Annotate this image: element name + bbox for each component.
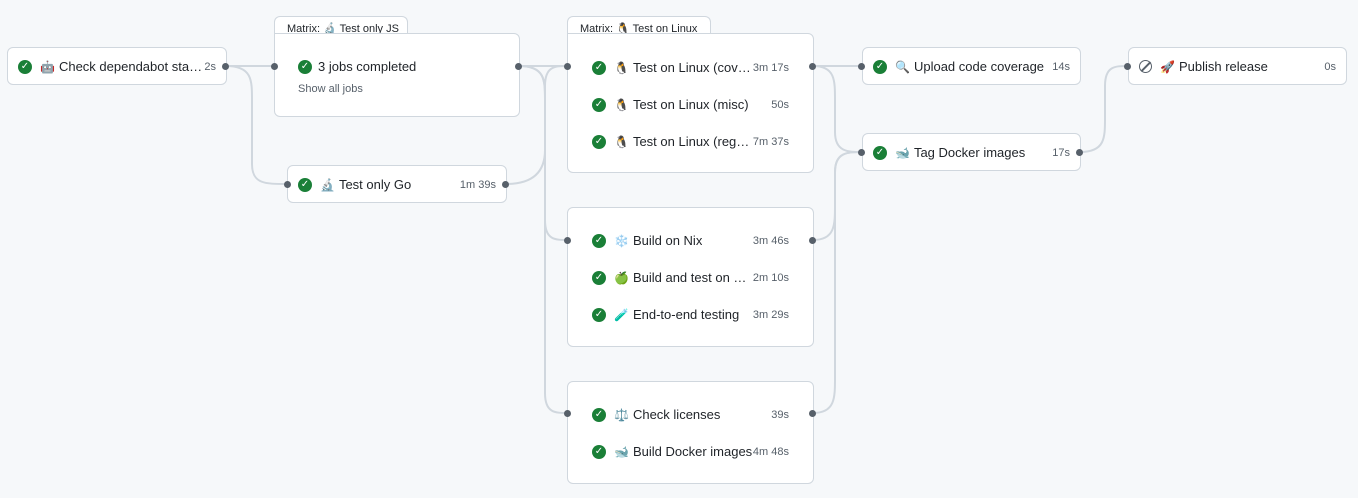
whale-emoji: 🐋 (614, 444, 629, 459)
check-circle-icon: ✓ (592, 307, 606, 322)
connector-dot (284, 181, 291, 188)
job-duration: 17s (1052, 146, 1070, 159)
job-duration: 50s (771, 98, 789, 111)
job-card-check-dependabot[interactable]: ✓ 🤖 Check dependabot status 2s (7, 47, 227, 85)
job-card-publish-release[interactable]: 🚀 Publish release 0s (1128, 47, 1347, 85)
job-duration: 2s (204, 60, 216, 73)
connector-dot (858, 149, 865, 156)
check-circle-icon: ✓ (298, 177, 312, 192)
job-duration: 3m 29s (752, 308, 789, 321)
jobs-completed-label: 3 jobs completed (318, 59, 417, 74)
job-row-build-test-macos[interactable]: ✓ 🍏 Build and test on macOS 2m 10s (568, 259, 813, 296)
matrix-label: Matrix: 🐧 Test on Linux (580, 23, 698, 35)
job-row-linux-coverage[interactable]: ✓ 🐧 Test on Linux (coverage) 3m 17s (568, 49, 813, 86)
test-tube-emoji: 🧪 (614, 307, 629, 322)
job-name: Publish release (1178, 59, 1268, 74)
job-duration: 4m 48s (752, 445, 789, 458)
green-apple-emoji: 🍏 (614, 270, 629, 285)
connector-dot (564, 410, 571, 417)
job-name: Upload code coverage (913, 59, 1045, 74)
connector-dot (502, 181, 509, 188)
job-name: Build on Nix (632, 233, 703, 248)
check-circle-icon: ✓ (592, 270, 606, 285)
microscope-emoji: 🔬 (320, 177, 335, 192)
job-row-check-licenses[interactable]: ✓ ⚖️ Check licenses 39s (568, 396, 813, 433)
job-duration: 2m 10s (752, 271, 789, 284)
job-group-docker: ✓ ⚖️ Check licenses 39s ✓ 🐋 Build Docker… (567, 381, 814, 484)
connector-dot (809, 63, 816, 70)
check-circle-icon: ✓ (592, 407, 606, 422)
job-name: Tag Docker images (913, 145, 1026, 160)
check-circle-icon: ✓ (18, 59, 32, 74)
connector-dot (222, 63, 229, 70)
check-circle-icon: ✓ (873, 59, 887, 74)
connector-dot (515, 63, 522, 70)
whale-emoji: 🐋 (895, 145, 910, 160)
check-circle-icon: ✓ (592, 444, 606, 459)
connector-dot (1076, 149, 1083, 156)
job-name: Test on Linux (misc) (632, 97, 749, 112)
job-duration: 14s (1052, 60, 1070, 73)
connector-dot (271, 63, 278, 70)
job-card-test-only-go[interactable]: ✓ 🔬 Test only Go 1m 39s (287, 165, 507, 203)
job-duration: 39s (771, 408, 789, 421)
connector-dot (564, 63, 571, 70)
rocket-emoji: 🚀 (1160, 59, 1175, 74)
job-name: Build Docker images (632, 444, 753, 459)
job-row-e2e-testing[interactable]: ✓ 🧪 End-to-end testing 3m 29s (568, 296, 813, 333)
job-duration: 3m 46s (752, 234, 789, 247)
penguin-emoji: 🐧 (614, 134, 629, 149)
matrix-card-test-only-js[interactable]: ✓ 3 jobs completed Show all jobs (274, 33, 520, 117)
connector-dot (809, 410, 816, 417)
connector-dot (809, 237, 816, 244)
check-circle-icon: ✓ (873, 145, 887, 160)
check-circle-icon: ✓ (592, 233, 606, 248)
connector-dot (1124, 63, 1131, 70)
connector-dot (858, 63, 865, 70)
skip-icon (1139, 60, 1152, 73)
job-name: Build and test on macOS (632, 270, 753, 285)
job-group-build: ✓ ❄️ Build on Nix 3m 46s ✓ 🍏 Build and t… (567, 207, 814, 347)
show-all-jobs-link[interactable]: Show all jobs (298, 83, 363, 95)
check-circle-icon: ✓ (592, 134, 606, 149)
check-circle-icon: ✓ (592, 60, 606, 75)
job-row-build-docker[interactable]: ✓ 🐋 Build Docker images 4m 48s (568, 433, 813, 470)
job-name: End-to-end testing (632, 307, 740, 322)
job-name: Test on Linux (regular) (632, 134, 753, 149)
matrix-card-test-on-linux: ✓ 🐧 Test on Linux (coverage) 3m 17s ✓ 🐧 … (567, 33, 814, 173)
job-name: Test on Linux (coverage) (632, 60, 753, 75)
job-name: Check dependabot status (58, 59, 205, 74)
robot-emoji: 🤖 (40, 59, 55, 74)
matrix-label: Matrix: 🔬 Test only JS (287, 23, 399, 35)
job-duration: 7m 37s (752, 135, 789, 148)
job-name: Check licenses (632, 407, 721, 422)
job-card-upload-coverage[interactable]: ✓ 🔍 Upload code coverage 14s (862, 47, 1081, 85)
job-duration: 1m 39s (459, 178, 496, 191)
scales-emoji: ⚖️ (614, 407, 629, 422)
penguin-emoji: 🐧 (614, 97, 629, 112)
penguin-emoji: 🐧 (614, 60, 629, 75)
job-card-tag-docker[interactable]: ✓ 🐋 Tag Docker images 17s (862, 133, 1081, 171)
job-duration: 3m 17s (752, 61, 789, 74)
job-row-linux-regular[interactable]: ✓ 🐧 Test on Linux (regular) 7m 37s (568, 123, 813, 160)
check-circle-icon: ✓ (592, 97, 606, 112)
job-name: Test only Go (338, 177, 412, 192)
snowflake-emoji: ❄️ (614, 233, 629, 248)
connector-dot (564, 237, 571, 244)
magnifier-emoji: 🔍 (895, 59, 910, 74)
job-row-linux-misc[interactable]: ✓ 🐧 Test on Linux (misc) 50s (568, 86, 813, 123)
job-duration: 0s (1324, 60, 1336, 73)
check-circle-icon: ✓ (298, 59, 312, 74)
job-row-build-on-nix[interactable]: ✓ ❄️ Build on Nix 3m 46s (568, 222, 813, 259)
